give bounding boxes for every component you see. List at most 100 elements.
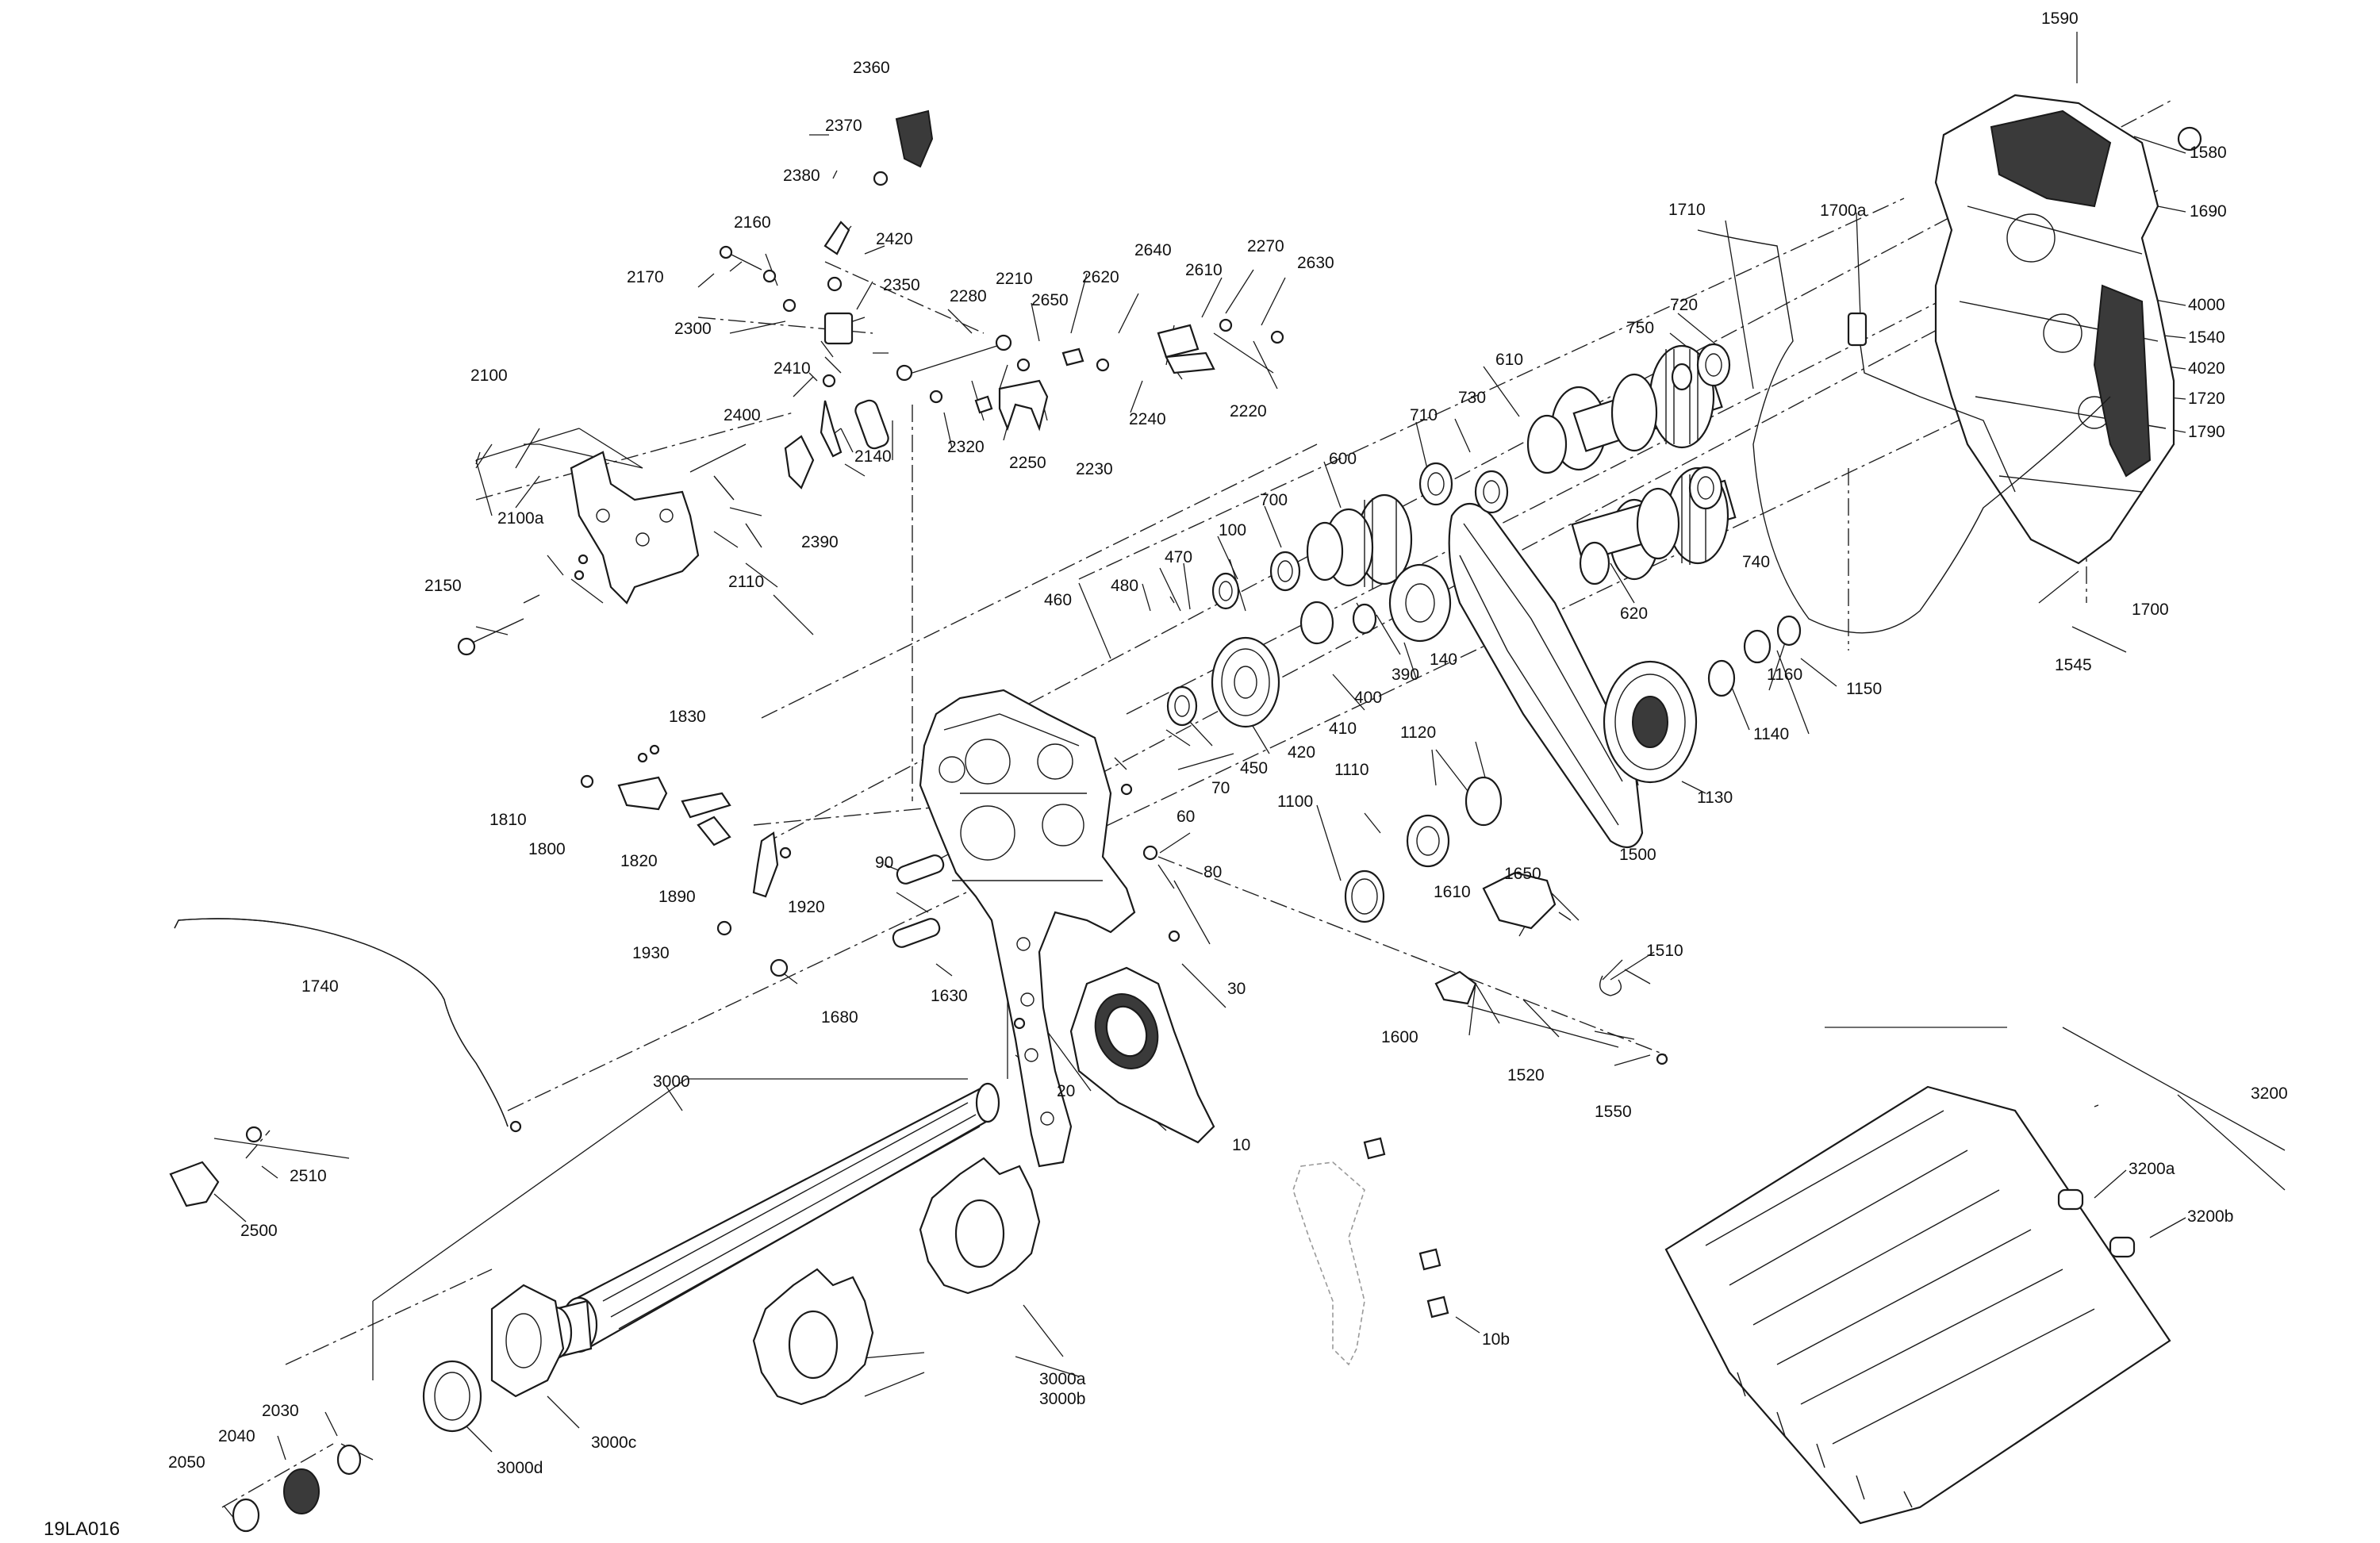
sensor-cable-1740 xyxy=(174,918,522,1133)
ghost-bracket xyxy=(1292,1137,1449,1366)
label-100: 100 xyxy=(1219,521,1246,539)
label-1800: 1800 xyxy=(528,840,566,858)
sprocket-3000b xyxy=(919,1157,1041,1295)
label-3000c: 3000c xyxy=(591,1434,636,1452)
label-2140: 2140 xyxy=(854,447,892,466)
label-1100: 1100 xyxy=(1277,793,1313,811)
label-2110: 2110 xyxy=(728,573,764,591)
label-2230: 2230 xyxy=(1076,460,1113,478)
label-1520: 1520 xyxy=(1507,1066,1545,1084)
label-1790: 1790 xyxy=(2188,423,2225,441)
label-1630: 1630 xyxy=(931,987,968,1005)
label-2510: 2510 xyxy=(290,1167,327,1185)
label-1500: 1500 xyxy=(1619,846,1656,864)
diagram-code: 19LA016 xyxy=(44,1518,120,1540)
label-4020: 4020 xyxy=(2188,359,2225,378)
label-2220: 2220 xyxy=(1230,402,1267,420)
label-1650: 1650 xyxy=(1504,865,1541,883)
label-480: 480 xyxy=(1111,577,1138,595)
label-1150: 1150 xyxy=(1846,680,1882,698)
label-1160: 1160 xyxy=(1767,666,1802,684)
label-1130: 1130 xyxy=(1697,789,1733,807)
gear-140 xyxy=(1388,563,1452,643)
label-2620: 2620 xyxy=(1082,268,1119,286)
label-1890: 1890 xyxy=(658,888,696,906)
label-1740: 1740 xyxy=(301,977,339,996)
label-610: 610 xyxy=(1495,351,1523,369)
label-3200b: 3200b xyxy=(2187,1207,2233,1226)
label-2410: 2410 xyxy=(774,359,811,378)
label-410: 410 xyxy=(1329,720,1357,738)
label-2360: 2360 xyxy=(853,59,890,77)
label-2250: 2250 xyxy=(1009,454,1046,472)
sprocket-3000a xyxy=(752,1268,874,1406)
label-1610: 1610 xyxy=(1434,883,1471,901)
label-2050: 2050 xyxy=(168,1453,205,1472)
label-80: 80 xyxy=(1203,863,1222,881)
label-1920: 1920 xyxy=(788,898,825,916)
label-460: 460 xyxy=(1044,591,1072,609)
label-3000: 3000 xyxy=(653,1073,690,1091)
label-2650: 2650 xyxy=(1031,291,1069,309)
label-1590: 1590 xyxy=(2041,10,2079,28)
label-2300: 2300 xyxy=(674,320,712,338)
skid-plate-3200 xyxy=(1664,1085,2171,1525)
bearings-and-rings xyxy=(1166,343,1802,923)
lever-assembly-1800 xyxy=(580,744,1234,1030)
label-60: 60 xyxy=(1177,808,1195,826)
label-620: 620 xyxy=(1620,605,1648,623)
label-2380: 2380 xyxy=(783,167,820,185)
label-20: 20 xyxy=(1057,1082,1075,1100)
label-1720: 1720 xyxy=(2188,390,2225,408)
label-1540: 1540 xyxy=(2188,328,2225,347)
label-600: 600 xyxy=(1329,450,1357,468)
label-2390: 2390 xyxy=(801,533,839,551)
label-720: 720 xyxy=(1670,296,1698,314)
gear-1130 xyxy=(1603,660,1698,784)
rear-cover-10 xyxy=(1069,966,1215,1144)
label-2160: 2160 xyxy=(734,213,771,232)
label-1710: 1710 xyxy=(1668,201,1706,219)
label-1110: 1110 xyxy=(1334,761,1369,779)
label-2100: 2100 xyxy=(470,367,508,385)
label-710: 710 xyxy=(1410,406,1438,424)
label-2320: 2320 xyxy=(947,438,985,456)
label-1120: 1120 xyxy=(1400,724,1436,742)
label-140: 140 xyxy=(1430,651,1457,669)
label-1550: 1550 xyxy=(1595,1103,1632,1121)
label-2610: 2610 xyxy=(1185,261,1223,279)
label-1140: 1140 xyxy=(1753,725,1789,743)
bracket-2100 xyxy=(457,451,762,656)
label-30: 30 xyxy=(1227,980,1246,998)
label-1545: 1545 xyxy=(2055,656,2092,674)
label-1820: 1820 xyxy=(620,852,658,870)
label-2370: 2370 xyxy=(825,117,862,135)
label-420: 420 xyxy=(1288,743,1315,762)
label-2640: 2640 xyxy=(1134,241,1172,259)
part-labels: 1590 1580 1690 4000 1540 4020 1720 1790 … xyxy=(44,10,2288,1540)
label-1810: 1810 xyxy=(489,811,527,829)
gear-position-sensor xyxy=(1434,871,1668,1065)
label-750: 750 xyxy=(1626,319,1654,337)
label-2630: 2630 xyxy=(1297,254,1334,272)
label-2280: 2280 xyxy=(950,287,987,305)
label-1690: 1690 xyxy=(2190,202,2227,221)
label-2150: 2150 xyxy=(424,577,462,595)
label-2030: 2030 xyxy=(262,1402,299,1420)
label-1600: 1600 xyxy=(1381,1028,1418,1046)
label-3000a: 3000a xyxy=(1039,1370,1086,1388)
label-450: 450 xyxy=(1240,759,1268,777)
shaft-end-parts xyxy=(169,1126,565,1533)
label-2240: 2240 xyxy=(1129,410,1166,428)
label-10b: 10b xyxy=(1482,1330,1510,1349)
label-2040: 2040 xyxy=(218,1427,255,1445)
front-housing xyxy=(919,689,1136,1168)
label-3200a: 3200a xyxy=(2129,1160,2175,1178)
label-2350: 2350 xyxy=(883,276,920,294)
label-2500: 2500 xyxy=(240,1222,278,1240)
label-1580: 1580 xyxy=(2190,144,2227,162)
label-2210: 2210 xyxy=(996,270,1033,288)
label-2270: 2270 xyxy=(1247,237,1284,255)
label-4000: 4000 xyxy=(2188,296,2225,314)
